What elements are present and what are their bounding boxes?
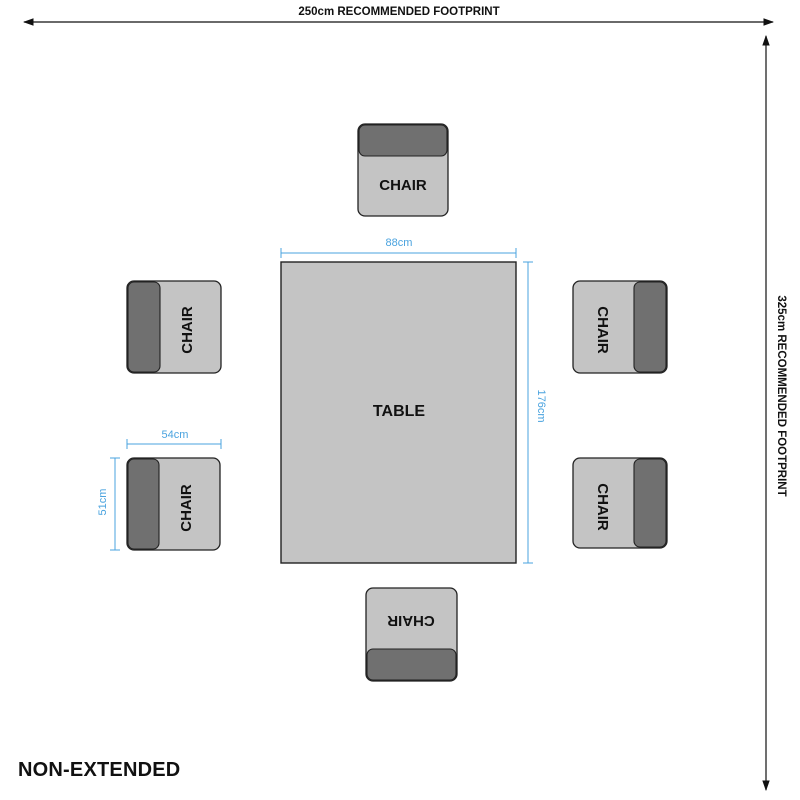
chair-backrest <box>366 648 457 681</box>
chair-backrest <box>633 281 667 373</box>
chair-label: CHAIR <box>179 306 196 354</box>
chair-width-dimension: 54cm <box>126 429 222 449</box>
chair-width-label: 54cm <box>162 429 189 441</box>
table-length-dimension: 176cm <box>523 261 547 564</box>
table-width-dimension: 88cm <box>280 237 517 258</box>
chair-left-upper: CHAIR <box>126 280 222 374</box>
chair-backrest <box>127 281 161 373</box>
chair-backrest <box>633 458 667 548</box>
chair-bottom: CHAIR <box>365 587 458 682</box>
chair-label: CHAIR <box>594 483 611 531</box>
chair-left-lower: CHAIR <box>126 457 221 551</box>
chair-backrest <box>127 458 160 550</box>
chair-backrest <box>358 124 448 157</box>
chair-right-upper: CHAIR <box>572 280 668 374</box>
chair-label: CHAIR <box>379 177 427 194</box>
table-top <box>280 261 517 564</box>
chair-label: CHAIR <box>594 306 611 354</box>
chair-top: CHAIR <box>357 123 449 217</box>
configuration-label: NON-EXTENDED <box>18 759 181 781</box>
footprint-width-label: 250cm RECOMMENDED FOOTPRINT <box>298 6 499 18</box>
chair-label: CHAIR <box>178 484 195 532</box>
footprint-depth-label: 325cm RECOMMENDED FOOTPRINT <box>775 295 787 496</box>
chair-label: CHAIR <box>387 612 435 629</box>
chair-depth-label: 51cm <box>97 489 109 516</box>
table: TABLE <box>280 261 517 564</box>
footprint-depth-dimension: 325cm RECOMMENDED FOOTPRINT <box>762 34 790 792</box>
table-label: TABLE <box>373 403 425 420</box>
table-length-label: 176cm <box>535 389 547 422</box>
table-width-label: 88cm <box>386 237 413 249</box>
footprint-width-dimension: 250cm RECOMMENDED FOOTPRINT <box>22 3 775 26</box>
chair-depth-dimension: 51cm <box>97 457 120 551</box>
chair-right-lower: CHAIR <box>572 457 668 549</box>
